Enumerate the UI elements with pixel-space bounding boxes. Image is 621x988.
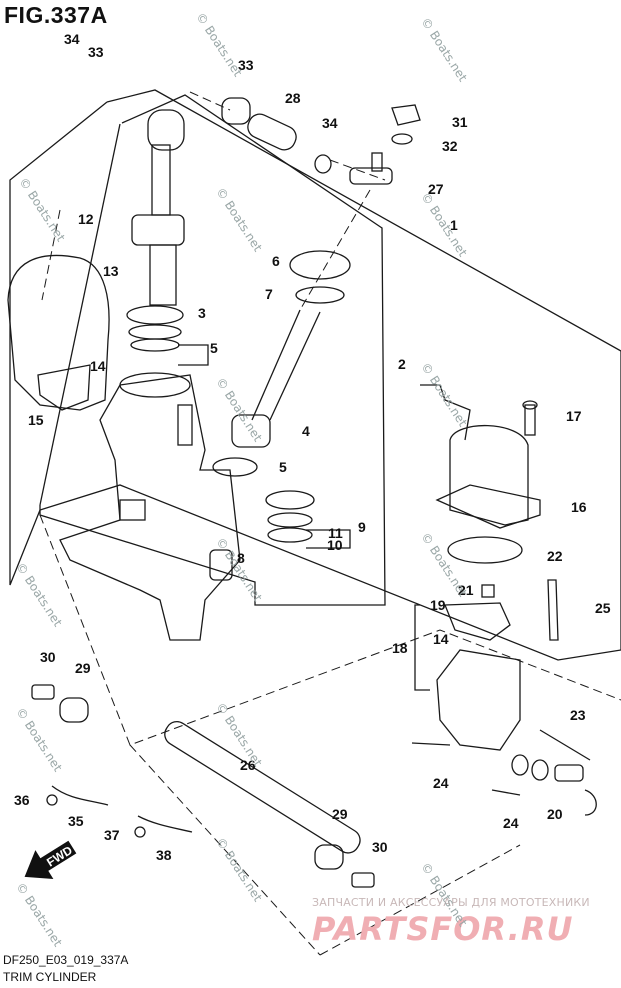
callout-22: 22 [547,548,563,564]
trim-motor [420,384,541,564]
callout-34: 34 [64,31,80,47]
callout-9: 9 [358,519,366,535]
callout-18: 18 [392,640,408,656]
callout-21: 21 [458,582,474,598]
manifold-cover [7,254,110,411]
callout-5: 5 [279,459,287,475]
ground-wire [51,785,109,806]
callout-12: 12 [78,211,94,227]
callout-7: 7 [265,286,273,302]
ground-wire [137,815,193,833]
callout-37: 37 [104,827,120,843]
leader-line [189,91,231,111]
callout-35: 35 [68,813,84,829]
callout-38: 38 [156,847,172,863]
callout-24: 24 [503,815,519,831]
figure-caption: TRIM CYLINDER [3,970,97,984]
assembly-frame [9,89,621,661]
cover-bracket [37,364,91,411]
callout-30: 30 [372,839,388,855]
callout-28: 28 [285,90,301,106]
brand-logo: PARTSFOR.RU [312,910,574,948]
callout-13: 13 [103,263,119,279]
leader-line [39,514,621,746]
terminal [46,794,58,806]
callout-30: 30 [40,649,56,665]
callout-10: 10 [327,537,343,553]
callout-26: 26 [240,757,256,773]
callout-6: 6 [272,253,280,269]
callout-34: 34 [322,115,338,131]
callout-bracket [306,529,351,549]
callout-19: 19 [430,597,446,613]
callout-bracket [178,344,209,366]
valve-fitting [349,167,393,185]
lower-shaft [31,684,375,888]
frame-edge [39,123,121,506]
callout-17: 17 [566,408,582,424]
terminal [134,826,146,838]
pump-assembly [411,579,597,816]
callout-20: 20 [547,806,563,822]
callout-15: 15 [28,412,44,428]
callout-2: 2 [398,356,406,372]
callout-4: 4 [302,423,310,439]
callout-32: 32 [442,138,458,154]
figure-code: DF250_E03_019_337A [3,953,129,967]
callout-5: 5 [210,340,218,356]
washer [391,133,413,145]
brand-tagline: ЗАПЧАСТИ И АКСЕССУАРЫ ДЛЯ МОТОТЕХНИКИ [312,896,590,909]
callout-16: 16 [571,499,587,515]
callout-1: 1 [450,217,458,233]
callout-3: 3 [198,305,206,321]
callout-23: 23 [570,707,586,723]
piston-rod-assembly [212,97,351,543]
trim-cylinder-body [59,109,241,641]
callout-bracket [414,604,430,691]
callout-27: 27 [428,181,444,197]
callout-29: 29 [332,806,348,822]
leader-line [129,744,321,956]
callout-33: 33 [88,44,104,60]
callout-8: 8 [237,550,245,566]
callout-14: 14 [90,358,106,374]
leader-line [299,189,371,311]
callout-25: 25 [595,600,611,616]
callout-24: 24 [433,775,449,791]
callout-31: 31 [452,114,468,130]
figure-title: FIG.337A [4,2,108,28]
leader-line [319,844,521,956]
callout-36: 36 [14,792,30,808]
callout-14: 14 [433,631,449,647]
nut [391,104,421,126]
callout-33: 33 [238,57,254,73]
callout-11: 11 [328,525,343,541]
callout-29: 29 [75,660,91,676]
valve-stem [371,152,383,172]
cylinder-subframe [39,94,386,606]
leader-line [329,159,386,181]
